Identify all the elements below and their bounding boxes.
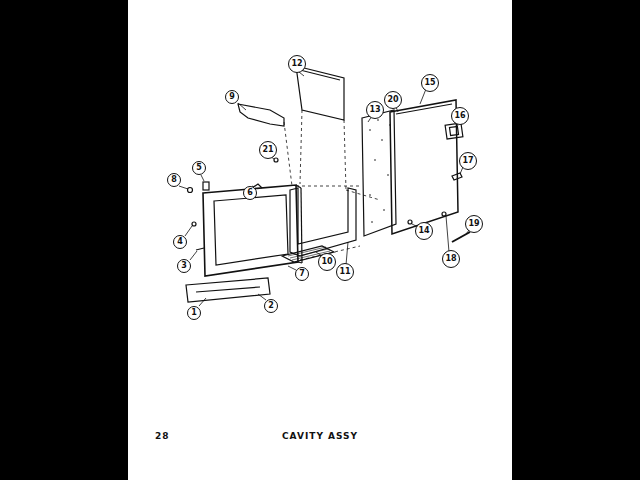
bracket bbox=[238, 104, 284, 126]
page-number: 28 bbox=[155, 431, 170, 441]
callout-number: 17 bbox=[459, 152, 477, 170]
callout-number: 3 bbox=[177, 259, 191, 273]
callout-number: 18 bbox=[442, 250, 460, 268]
callout-number: 12 bbox=[288, 55, 306, 73]
callout-number: 7 bbox=[295, 267, 309, 281]
callout-number: 10 bbox=[318, 253, 336, 271]
callout-number: 13 bbox=[366, 101, 384, 119]
callout-number: 5 bbox=[192, 161, 206, 175]
callout-number: 9 bbox=[225, 90, 239, 104]
callout-number: 6 bbox=[243, 186, 257, 200]
callout-number: 1 bbox=[187, 306, 201, 320]
back-panel bbox=[390, 100, 458, 234]
callout-number: 20 bbox=[384, 91, 402, 109]
callout-number: 19 bbox=[465, 215, 483, 233]
callout-number: 16 bbox=[451, 107, 469, 125]
figure-caption: CAVITY ASSY bbox=[282, 431, 358, 441]
frame-opening bbox=[214, 195, 288, 265]
control-strip bbox=[186, 278, 270, 302]
callout-number: 2 bbox=[264, 299, 278, 313]
callout-number: 4 bbox=[173, 235, 187, 249]
top-plate bbox=[296, 66, 344, 120]
callout-number: 21 bbox=[259, 141, 277, 159]
front-frame bbox=[203, 185, 298, 276]
callout-number: 14 bbox=[415, 222, 433, 240]
callout-number: 11 bbox=[336, 263, 354, 281]
channel bbox=[290, 188, 356, 256]
callout-number: 8 bbox=[167, 173, 181, 187]
callout-number: 15 bbox=[421, 74, 439, 92]
